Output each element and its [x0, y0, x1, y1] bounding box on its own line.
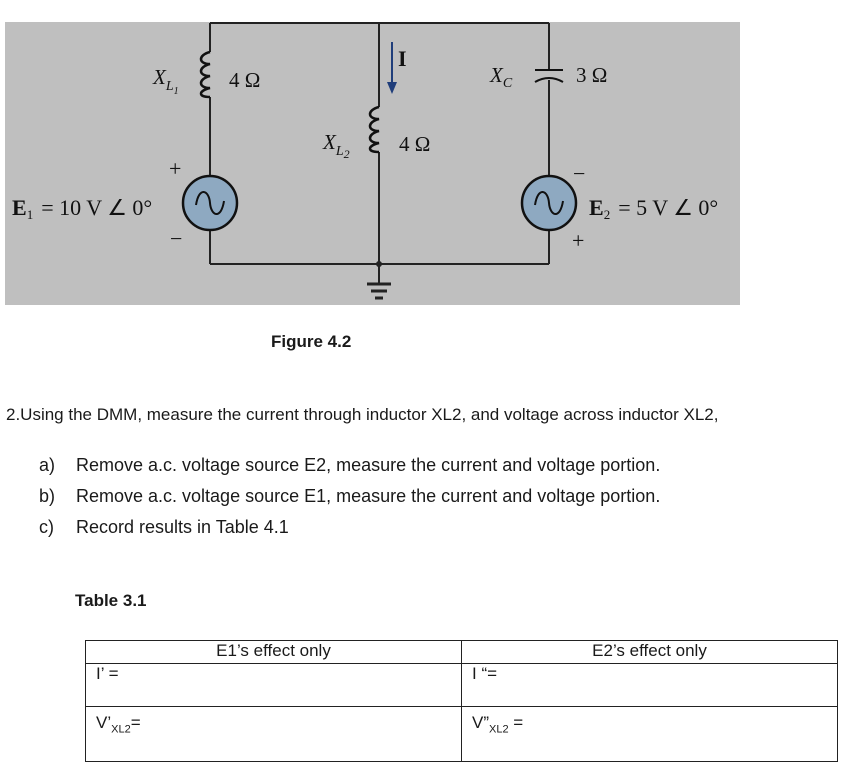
- source-e1-icon: [181, 174, 239, 232]
- figure-background: [5, 22, 740, 305]
- xl1-label: XL1: [152, 65, 179, 97]
- table-title: Table 3.1: [75, 591, 147, 610]
- results-table: E1’s effect only E2’s effect only I’ = I…: [85, 640, 838, 762]
- task-item: b)Remove a.c. voltage source E1, measure…: [39, 486, 661, 506]
- header-e1-effect: E1’s effect only: [85, 640, 462, 664]
- e2-label: E2= 5 V ∠ 0°: [589, 195, 718, 222]
- e2-minus: −: [573, 161, 585, 186]
- cell-i-prime[interactable]: I’ =: [85, 663, 462, 707]
- xc-label: XC: [489, 63, 513, 91]
- inductor-xl2-icon: [368, 105, 380, 154]
- current-arrow-icon: [387, 42, 397, 94]
- ground-node: [376, 261, 382, 267]
- e1-plus: +: [169, 156, 181, 181]
- cell-v-double-prime[interactable]: V”XL2 =: [461, 706, 838, 762]
- header-e2-effect: E2’s effect only: [461, 640, 838, 664]
- xl2-value: 4 Ω: [399, 132, 430, 156]
- task-item: a)Remove a.c. voltage source E2, measure…: [39, 455, 661, 475]
- xl1-value: 4 Ω: [229, 68, 260, 92]
- cell-i-double-prime[interactable]: I “=: [461, 663, 838, 707]
- inductor-xl1-icon: [199, 50, 211, 99]
- e1-minus: −: [170, 226, 182, 251]
- circuit-wires: [209, 22, 550, 284]
- circuit-figure: XL1 4 Ω XL2 4 Ω XC 3 Ω I + − E1= 10 V ∠ …: [5, 22, 740, 305]
- task-item: c)Record results in Table 4.1: [39, 517, 289, 537]
- capacitor-xc-icon: [534, 69, 564, 83]
- question-text: 2.Using the DMM, measure the current thr…: [6, 405, 719, 424]
- e2-plus: +: [572, 228, 584, 253]
- e1-label: E1= 10 V ∠ 0°: [12, 195, 152, 222]
- xl2-label: XL2: [322, 130, 350, 161]
- source-e2-icon: [520, 174, 578, 232]
- cell-v-prime[interactable]: V’XL2=: [85, 706, 462, 762]
- xc-value: 3 Ω: [576, 63, 607, 87]
- current-label: I: [398, 46, 407, 71]
- figure-caption: Figure 4.2: [271, 332, 352, 351]
- ground-icon: [367, 282, 391, 300]
